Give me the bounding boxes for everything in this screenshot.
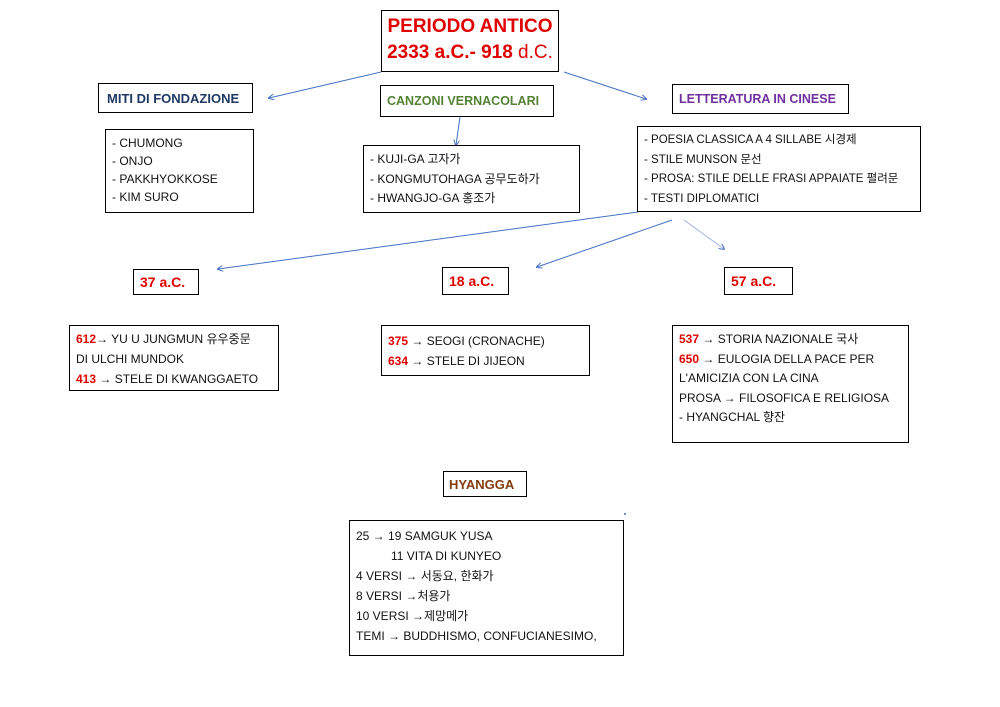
list-letteratura: - POESIA CLASSICA A 4 SILLABE 시경제 - STIL…	[637, 126, 921, 212]
list-item: - POESIA CLASSICA A 4 SILLABE 시경제	[644, 134, 857, 146]
list-item: 413 → STELE DI KWANGGAETO	[76, 372, 259, 386]
list-item: 8 VERSI →처용가	[356, 589, 451, 603]
list-item: 4 VERSI → 서동요, 한화가	[356, 569, 494, 583]
stray-dot	[624, 513, 626, 515]
title-dates-suffix: d.C.	[512, 42, 553, 63]
list-item: - CHUMONG	[112, 136, 183, 150]
title-dates: 2333 a.C.- 918	[387, 42, 513, 63]
list-item: 537 → STORIA NAZIONALE 국사	[679, 332, 859, 346]
label-miti-di-fondazione: MITI DI FONDAZIONE	[98, 83, 253, 113]
list-item: - PAKKHYOKKOSE	[112, 172, 218, 186]
list-item: PROSA → FILOSOFICA E RELIGIOSA	[679, 390, 890, 405]
list-item: 612→ YU U JUNGMUN 유우중문	[76, 332, 251, 346]
arrow-to-miti	[269, 71, 382, 98]
label-hyangga: HYANGGA	[443, 471, 527, 497]
list-item: L'AMICIZIA CON LA CINA	[679, 371, 819, 385]
list-item: - KIM SURO	[112, 190, 179, 204]
list-item: - STILE MUNSON 문선	[644, 153, 762, 166]
title-box: PERIODO ANTICO 2333 a.C.- 918 d.C.	[381, 10, 559, 72]
title-line1: PERIODO ANTICO	[387, 16, 553, 37]
list-item: DI ULCHI MUNDOK	[76, 352, 185, 366]
arrow-canzoni-list	[456, 116, 461, 145]
list-hyangga: 25 → 19 SAMGUK YUSA 11 VITA DI KUNYEO 4 …	[349, 520, 624, 656]
list-kingdom-18: 375 → SEOGI (CRONACHE) 634 → STELE DI JI…	[381, 325, 590, 376]
arrow-to-letteratura	[563, 71, 646, 99]
list-item: 11 VITA DI KUNYEO	[391, 549, 502, 563]
arrow-to-18	[537, 219, 673, 267]
year-37-ac: 37 a.C.	[133, 269, 199, 295]
list-item: 25 → 19 SAMGUK YUSA	[356, 529, 493, 543]
year-57-ac: 57 a.C.	[724, 267, 793, 295]
list-kingdom-57: 537 → STORIA NAZIONALE 국사 650 → EULOGIA …	[672, 325, 909, 443]
list-item: - KONGMUTOHAGA 공무도하가	[370, 171, 540, 186]
list-item: 375 → SEOGI (CRONACHE)	[388, 334, 545, 348]
list-miti: - CHUMONG - ONJO - PAKKHYOKKOSE - KIM SU…	[105, 129, 254, 213]
list-item: TEMI → BUDDHISMO, CONFUCIANESIMO,	[356, 629, 597, 643]
list-item: - HWANGJO-GA 홍조가	[370, 191, 496, 205]
list-canzoni: - KUJI-GA 고자가 - KONGMUTOHAGA 공무도하가 - HWA…	[363, 145, 580, 213]
arrow-to-57	[683, 219, 724, 249]
list-item: - TESTI DIPLOMATICI	[644, 192, 760, 205]
label-letteratura-in-cinese: LETTERATURA IN CINESE	[672, 84, 849, 114]
list-item: - PROSA: STILE DELLE FRASI APPAIATE 펼려문	[644, 173, 899, 185]
list-item: 10 VERSI →제망메가	[356, 609, 469, 623]
list-item: - KUJI-GA 고자가	[370, 152, 461, 166]
arrow-to-37	[218, 211, 639, 269]
list-item: - ONJO	[112, 154, 153, 168]
title-line2: 2333 a.C.- 918 d.C.	[382, 40, 558, 66]
year-18-ac: 18 a.C.	[442, 267, 509, 295]
list-item: 634 → STELE DI JIJEON	[388, 354, 525, 368]
label-canzoni-vernacolari: CANZONI VERNACOLARI	[380, 85, 554, 117]
list-item: 650 → EULOGIA DELLA PACE PER	[679, 351, 875, 366]
list-item: - HYANGCHAL 향잔	[679, 410, 786, 424]
list-kingdom-37: 612→ YU U JUNGMUN 유우중문 DI ULCHI MUNDOK 4…	[69, 325, 279, 391]
